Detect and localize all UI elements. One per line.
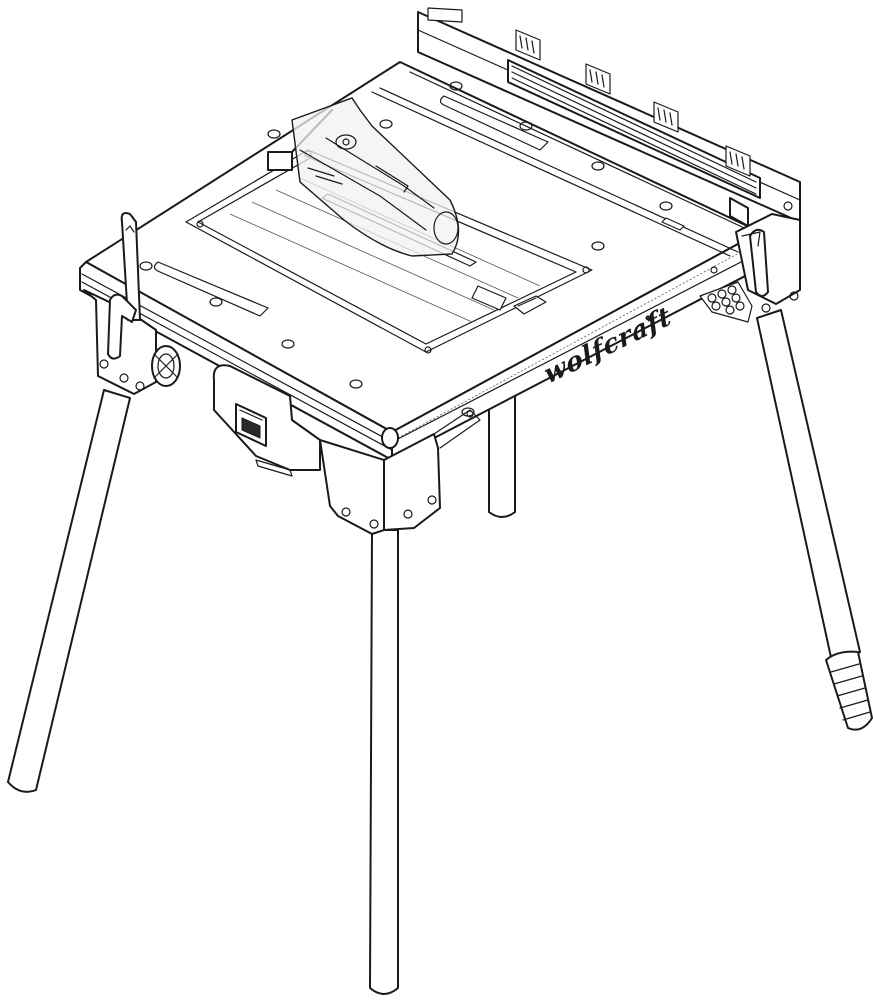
blade-guard: [267, 97, 460, 257]
hex-bit-holder: [699, 281, 753, 323]
left-side-assembly: [83, 212, 181, 395]
blade-guard-shell: [291, 97, 460, 257]
fence-clamps: [515, 29, 751, 177]
clamping-lever: [120, 212, 141, 321]
rear-right-leg-foot: [825, 650, 873, 731]
right-lock-handle: [749, 228, 769, 297]
rip-fence-rail: [417, 7, 801, 223]
table-holes: [139, 81, 673, 417]
front-left-leg: [7, 389, 131, 793]
back-legs: [488, 309, 873, 731]
rear-right-leg: [756, 309, 861, 663]
front-legs: [7, 389, 399, 995]
right-side-assembly: [699, 197, 801, 323]
left-lock-handle: [107, 293, 137, 360]
motor-housing: [212, 364, 321, 477]
front-center-housing: [319, 409, 481, 535]
rear-center-leg: [488, 391, 516, 518]
front-center-leg: [369, 529, 399, 995]
